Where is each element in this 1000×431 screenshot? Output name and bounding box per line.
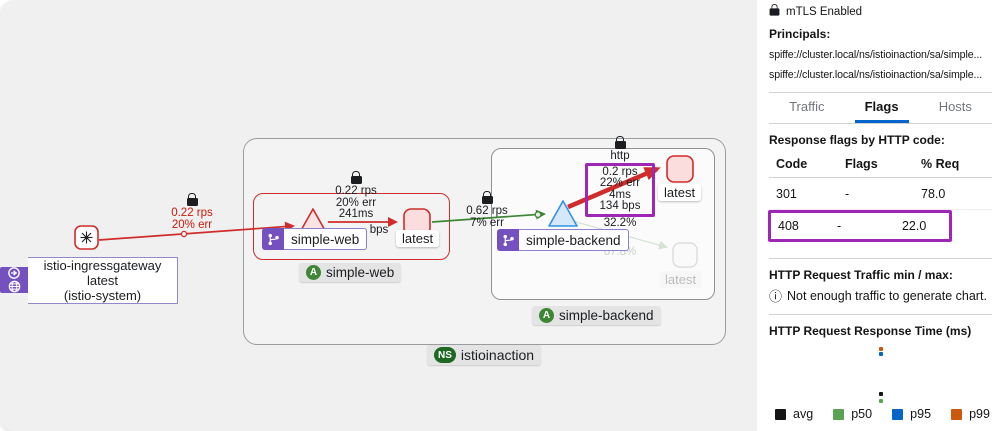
edge-label-ingress[interactable]: 0.22 rps 20% err xyxy=(161,193,223,231)
graph-edges xyxy=(74,155,698,268)
avg-swatch-icon xyxy=(775,408,786,420)
mtls-lock-icon xyxy=(186,193,198,206)
mtls-lock-icon xyxy=(481,191,493,204)
divider xyxy=(769,258,992,259)
info-icon: ⓘ xyxy=(769,288,783,304)
panel-tabs: Traffic Flags Hosts xyxy=(769,93,992,124)
app-badge-icon: A xyxy=(306,265,321,280)
p99-dot xyxy=(879,347,883,351)
simple-web-group-box[interactable] xyxy=(253,193,450,260)
flags-table-header: Code Flags % Req xyxy=(769,151,992,178)
edge-ingress-to-simple-web[interactable] xyxy=(98,221,295,241)
ingress-label-text: istio-ingressgateway latest (istio-syste… xyxy=(28,256,178,304)
p95-swatch-icon xyxy=(892,408,904,420)
no-traffic-message: ⓘ Not enough traffic to generate chart. xyxy=(769,288,987,304)
response-time-chart[interactable] xyxy=(769,338,992,406)
edge-label-web-to-backend[interactable]: 0.62 rps 7% err xyxy=(454,191,520,229)
tab-hosts[interactable]: Hosts xyxy=(938,99,972,114)
version-branch-icon xyxy=(497,229,519,251)
table-row-408: 408 - 22.0 xyxy=(778,219,927,233)
mtls-lock-icon xyxy=(350,171,362,184)
label-namespace[interactable]: NS istioinaction xyxy=(427,345,542,365)
gateway-globe-icon xyxy=(8,280,20,293)
node-simple-backend-service[interactable] xyxy=(548,200,578,227)
graph-canvas[interactable]: 0.22 rps 20% err 0.22 rps 20% err 241ms … xyxy=(0,0,757,431)
node-simple-backend-latest[interactable] xyxy=(666,155,694,183)
namespace-badge-icon: NS xyxy=(434,347,456,363)
edge-web-to-backend[interactable] xyxy=(431,209,546,223)
table-row-408-highlight[interactable]: 408 - 22.0 xyxy=(768,210,952,242)
tab-traffic[interactable]: Traffic xyxy=(789,99,825,114)
table-row-301[interactable]: 301 - 78.0 xyxy=(769,178,992,210)
edge-label-web-bps-partial: bps xyxy=(369,224,389,236)
divider xyxy=(769,314,992,315)
legend-avg[interactable]: avg xyxy=(775,407,813,421)
version-branch-icon xyxy=(262,228,284,250)
gateway-badges xyxy=(0,267,28,293)
avg-dot xyxy=(879,392,883,396)
p50-swatch-icon xyxy=(833,408,845,420)
node-simple-backend-latest-idle[interactable] xyxy=(672,242,698,268)
label-simple-web-version[interactable]: simple-web xyxy=(262,228,368,250)
edge-backend-to-latest-selected[interactable] xyxy=(567,166,661,210)
tab-flags[interactable]: Flags xyxy=(854,93,909,123)
edge-label-web-internal[interactable]: 0.22 rps 20% err 241ms xyxy=(324,171,388,221)
p50-dot xyxy=(879,399,883,403)
principal-spiffe-1: spiffe://cluster.local/ns/istioinaction/… xyxy=(769,49,983,61)
legend-p50[interactable]: p50 xyxy=(833,407,872,421)
mtls-status: mTLS Enabled xyxy=(769,3,992,18)
edge-summary-panel: mTLS Enabled Principals: spiffe://cluste… xyxy=(757,0,1000,431)
label-simple-web-app[interactable]: A simple-web xyxy=(299,263,402,282)
principals-title: Principals: xyxy=(769,27,831,41)
label-simple-backend-latest-idle[interactable]: latest xyxy=(659,271,703,288)
label-istio-ingressgateway[interactable]: istio-ingressgateway latest (istio-syste… xyxy=(0,255,178,305)
response-time-title: HTTP Request Response Time (ms) xyxy=(769,324,972,338)
p99-swatch-icon xyxy=(951,408,963,420)
principal-spiffe-2: spiffe://cluster.local/ns/istioinaction/… xyxy=(769,69,983,81)
root-arrow-icon xyxy=(8,267,20,279)
chart-legend: avg p50 p95 p99 xyxy=(769,407,992,421)
label-simple-backend-app[interactable]: A simple-backend xyxy=(532,306,661,325)
mtls-lock-icon xyxy=(769,3,780,16)
label-simple-backend-version[interactable]: simple-backend xyxy=(497,229,629,251)
legend-p95[interactable]: p95 xyxy=(892,407,931,421)
legend-p99[interactable]: p99 xyxy=(951,407,990,421)
flag-highlight-box: 0.2 rps 22% err 4ms 134 bps xyxy=(585,162,655,217)
edge-label-backend-selected[interactable]: http 0.2 rps 22% err 4ms 134 bps 32.2% xyxy=(585,136,655,229)
mesh-icon xyxy=(80,231,93,244)
p95-dot xyxy=(879,352,883,356)
label-simple-backend-latest[interactable]: latest xyxy=(658,184,702,201)
traffic-split-idle: 67.8% xyxy=(603,246,637,258)
flags-table-title: Response flags by HTTP code: xyxy=(769,133,945,147)
mtls-lock-icon xyxy=(614,136,626,149)
edge-ingress-midpoint xyxy=(180,230,188,238)
traffic-split-active: 32.2% xyxy=(603,216,637,229)
divider xyxy=(769,92,992,93)
edge-web-to-backend-circle xyxy=(534,211,542,219)
traffic-minmax-title: HTTP Request Traffic min / max: xyxy=(769,268,953,282)
flags-table: Code Flags % Req 301 - 78.0 408 - 22.0 xyxy=(768,151,992,242)
label-simple-web-latest[interactable]: latest xyxy=(396,230,440,247)
app-badge-icon: A xyxy=(539,308,554,323)
